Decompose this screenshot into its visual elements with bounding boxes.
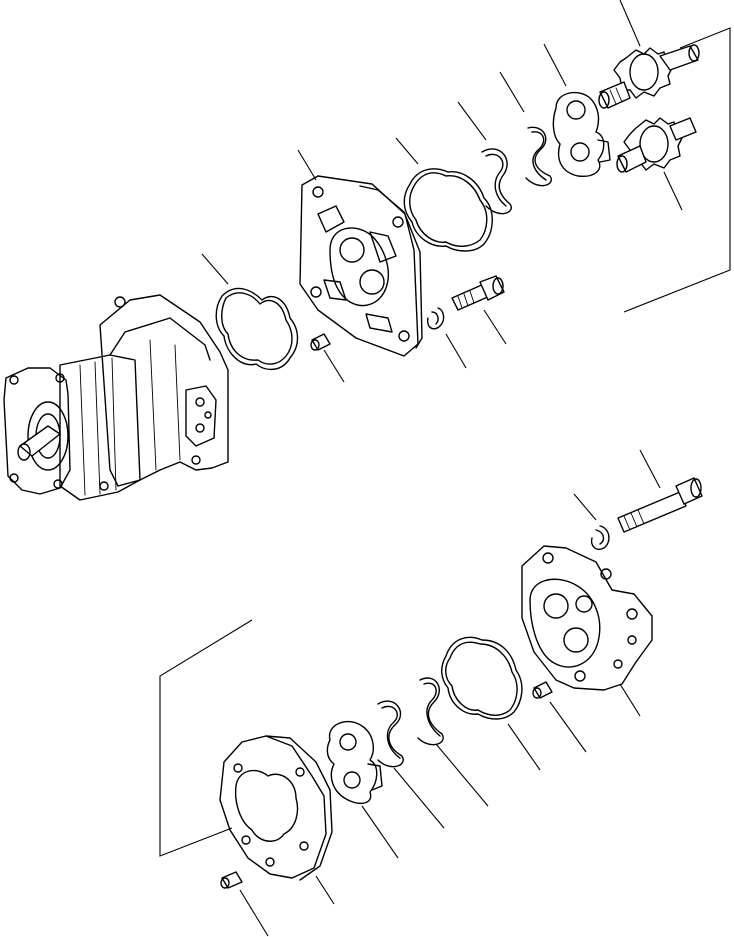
bolt-icon bbox=[617, 477, 703, 533]
seal-icon bbox=[417, 677, 444, 746]
plate-icon bbox=[552, 91, 611, 177]
plate-icon bbox=[299, 175, 423, 357]
gasket-icon bbox=[215, 287, 299, 371]
pin-icon bbox=[310, 333, 331, 351]
bolt-icon bbox=[451, 275, 505, 311]
seal-icon bbox=[525, 126, 552, 187]
upper-group-bracket bbox=[623, 27, 731, 313]
plate-icon bbox=[326, 721, 383, 804]
gasket-icon bbox=[441, 636, 523, 720]
housing-icon bbox=[521, 545, 653, 691]
housing-icon bbox=[219, 735, 333, 881]
gear-icon bbox=[616, 117, 697, 173]
gasket-icon bbox=[403, 168, 493, 252]
seal-icon bbox=[481, 148, 512, 215]
pump-assembly-icon bbox=[3, 294, 229, 501]
ring-icon bbox=[590, 525, 610, 550]
gear-icon bbox=[598, 44, 700, 109]
pin-icon bbox=[532, 681, 553, 699]
ring-icon bbox=[426, 307, 445, 330]
pin-icon bbox=[220, 871, 243, 889]
seal-icon bbox=[377, 700, 404, 768]
lower-group-bracket bbox=[159, 619, 253, 857]
